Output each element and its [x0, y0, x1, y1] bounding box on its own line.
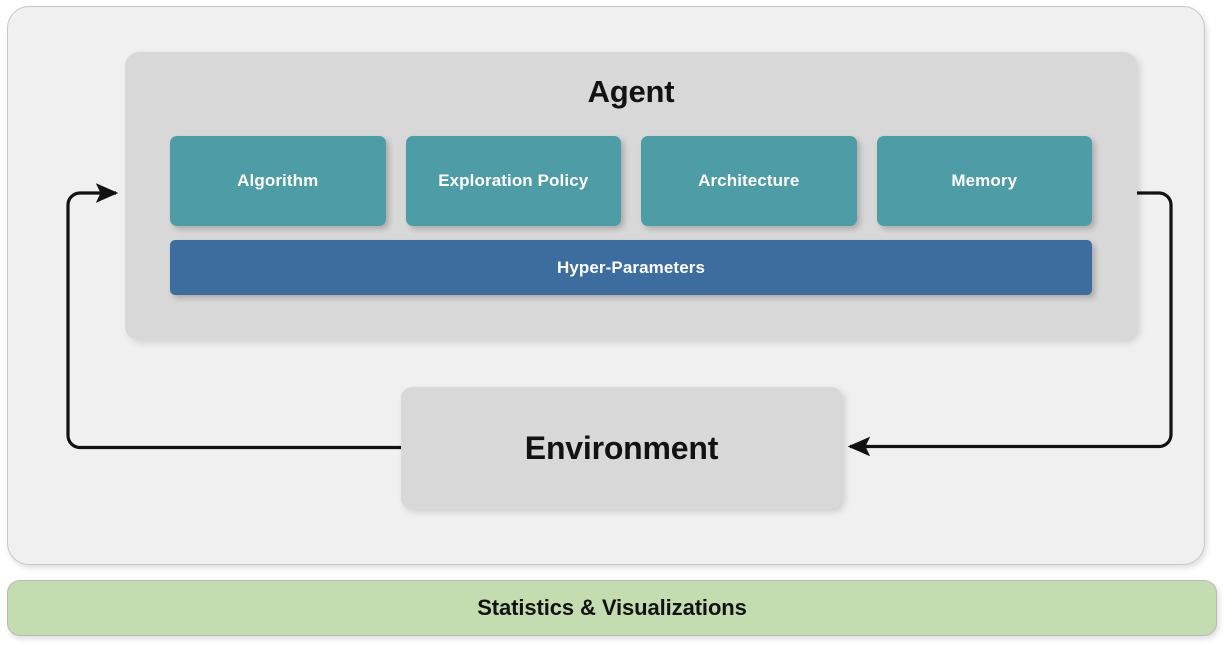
agent-component-architecture[interactable]: Architecture [641, 136, 857, 226]
agent-component-memory[interactable]: Memory [876, 136, 1092, 226]
agent-component-row: Algorithm Exploration Policy Architectur… [170, 136, 1092, 226]
environment-title: Environment [524, 429, 719, 466]
agent-panel[interactable]: Agent Algorithm Exploration Policy Archi… [125, 52, 1137, 340]
environment-panel[interactable]: Environment [401, 387, 842, 509]
hyper-parameters-bar[interactable]: Hyper-Parameters [170, 240, 1092, 295]
statistics-visualizations-bar[interactable]: Statistics & Visualizations [7, 580, 1217, 636]
agent-component-algorithm[interactable]: Algorithm [170, 136, 386, 226]
statistics-visualizations-label: Statistics & Visualizations [477, 595, 747, 620]
agent-title: Agent [587, 74, 675, 109]
agent-component-exploration-policy[interactable]: Exploration Policy [405, 136, 621, 226]
